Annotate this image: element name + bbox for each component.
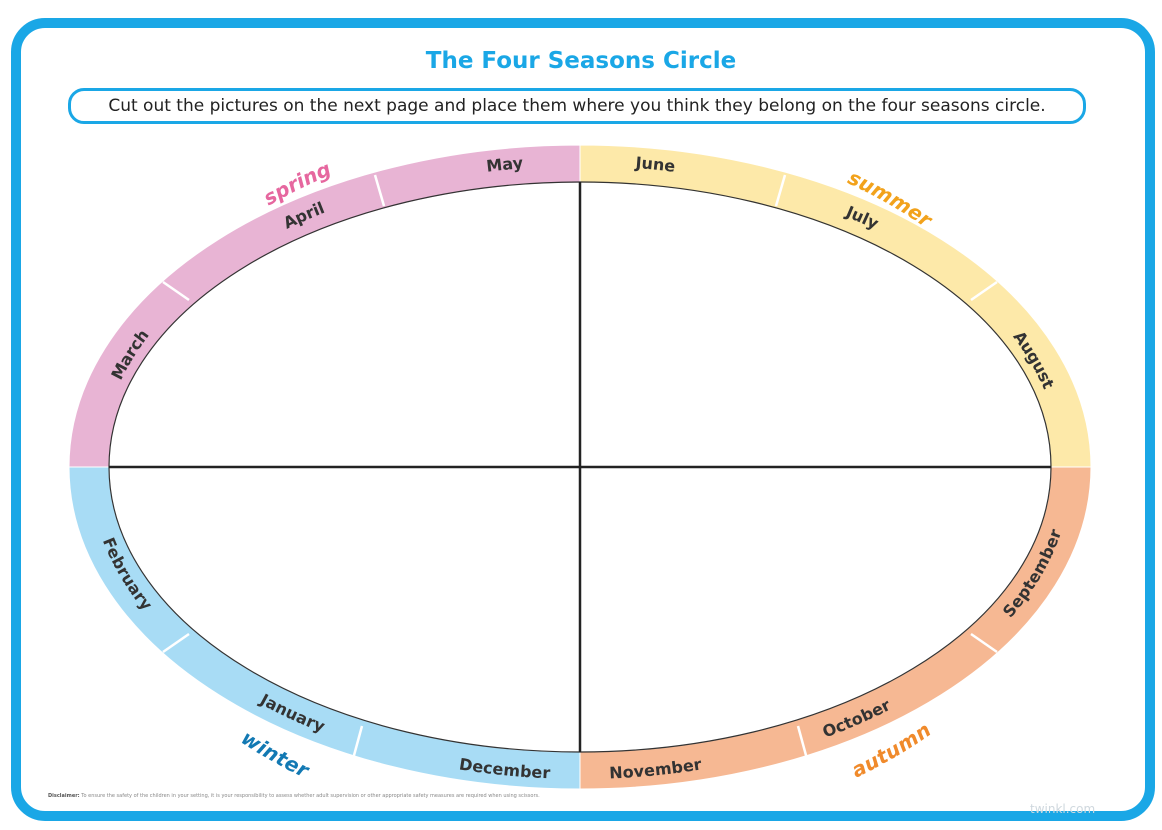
page-title: The Four Seasons Circle — [425, 48, 737, 74]
spring-band — [68, 144, 581, 468]
instruction-text: Cut out the pictures on the next page an… — [108, 96, 1046, 116]
divider-march-april — [162, 280, 190, 302]
divider-april-may — [373, 174, 386, 207]
winter-band — [68, 466, 581, 790]
instruction-box: Cut out the pictures on the next page an… — [68, 88, 1086, 124]
divider-october-november — [796, 725, 809, 760]
divider-december-january — [351, 725, 364, 760]
divider-september-october — [970, 632, 998, 654]
disclaimer-text: To ensure the safety of the children in … — [81, 793, 540, 799]
summer-band — [579, 144, 1092, 468]
disclaimer-label: Disclaimer: — [48, 793, 80, 799]
month-label-may: May — [485, 153, 524, 176]
divider-june-july — [774, 174, 787, 207]
disclaimer: Disclaimer: To ensure the safety of the … — [48, 793, 540, 799]
autumn-band — [579, 466, 1092, 790]
divider-july-august — [970, 280, 998, 302]
brand-watermark: twinkl.com — [1030, 802, 1096, 816]
divider-january-february — [162, 632, 190, 654]
month-label-june: June — [634, 153, 676, 176]
